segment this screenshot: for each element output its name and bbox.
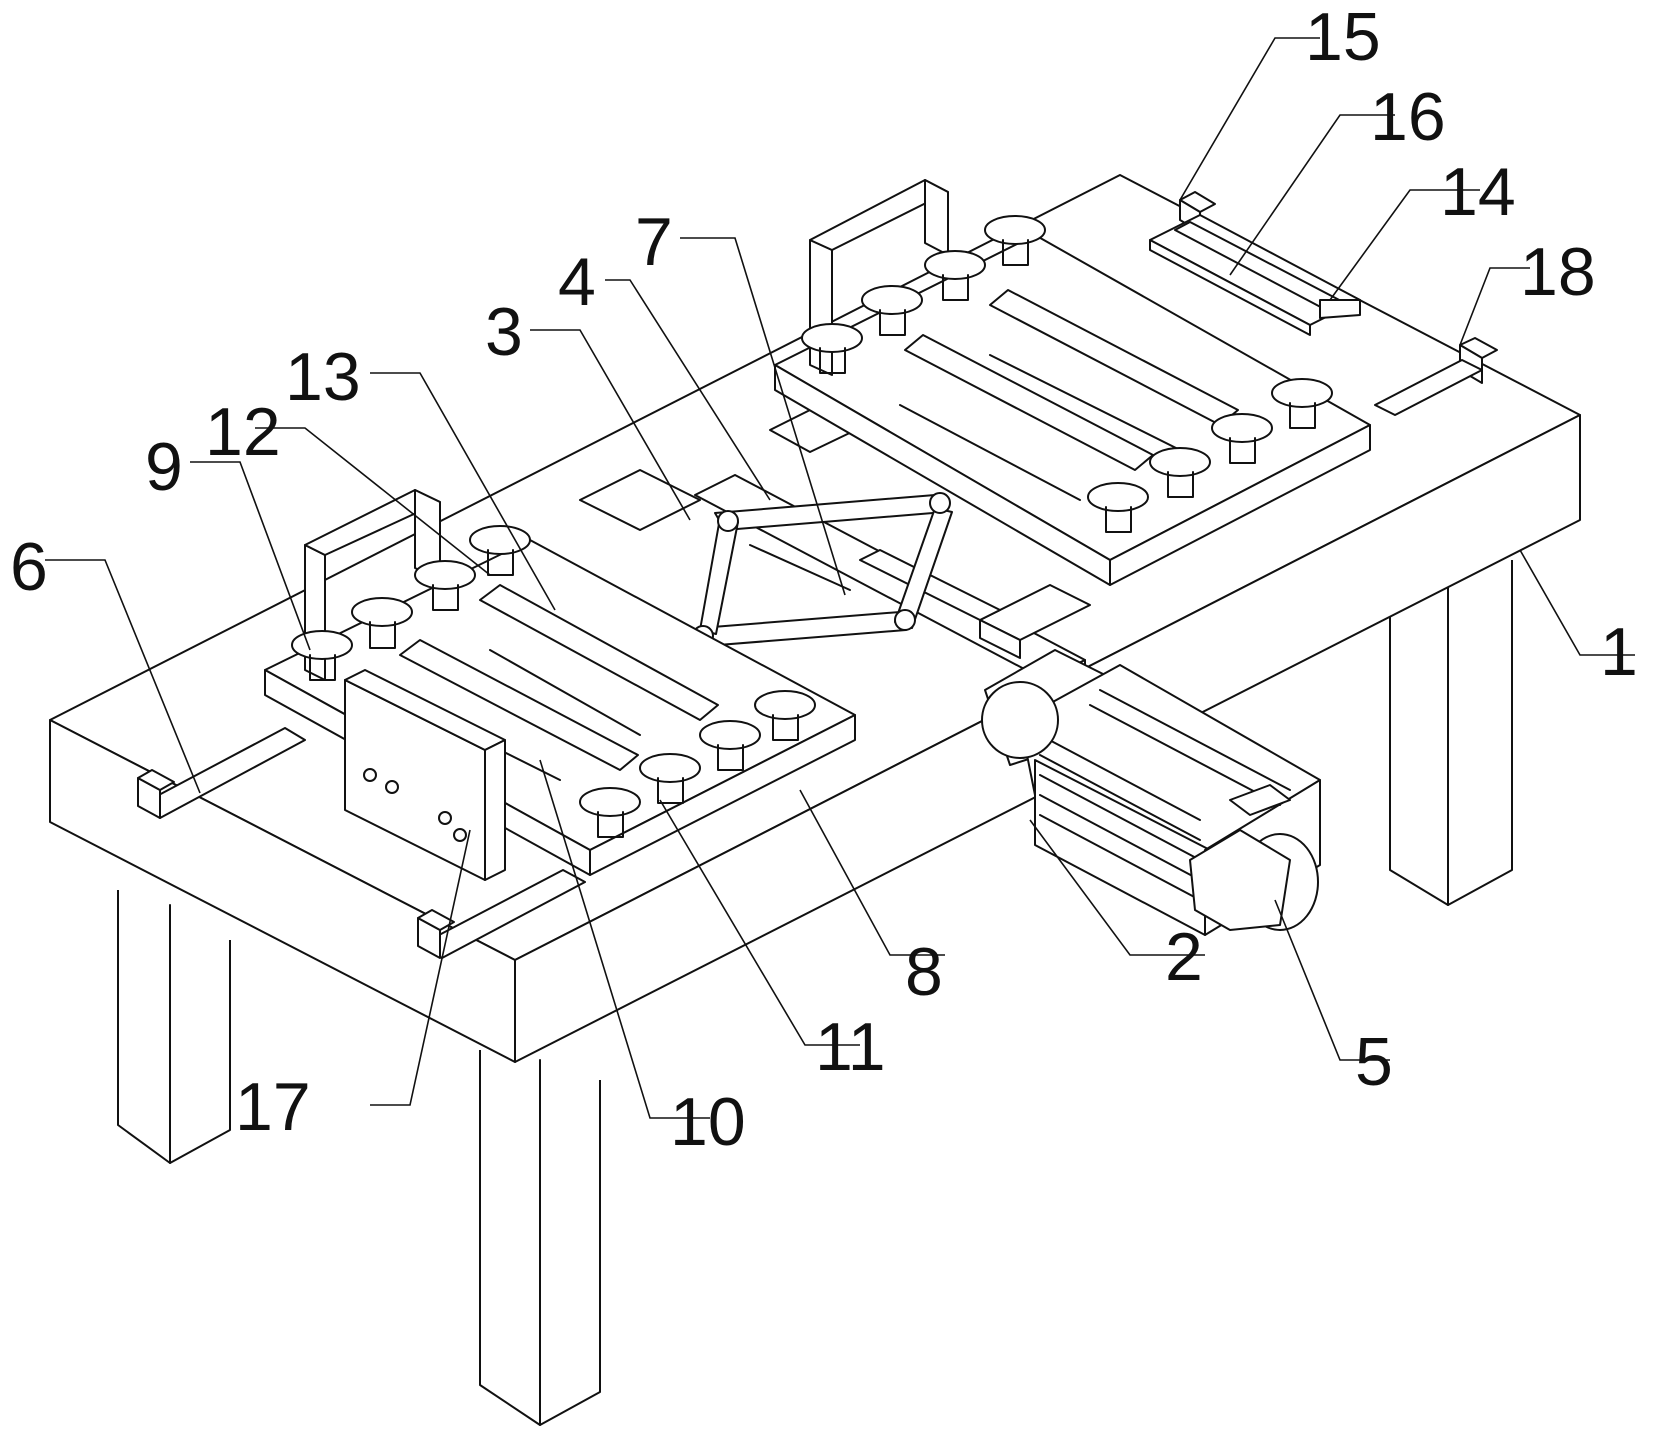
- callout-3: 3: [485, 294, 523, 370]
- callout-9: 9: [145, 429, 183, 505]
- callout-12: 12: [205, 394, 281, 470]
- callout-11: 11: [815, 1009, 886, 1085]
- callout-6: 6: [10, 529, 48, 605]
- callout-5: 5: [1355, 1024, 1393, 1100]
- callout-2: 2: [1165, 919, 1203, 995]
- callout-13: 13: [285, 339, 361, 415]
- callout-18: 18: [1520, 234, 1596, 310]
- callout-8: 8: [905, 934, 943, 1010]
- callout-16: 16: [1370, 79, 1446, 155]
- callout-7: 7: [635, 204, 673, 280]
- callout-1: 1: [1600, 614, 1638, 690]
- callout-10: 10: [670, 1084, 746, 1160]
- callout-4: 4: [558, 244, 596, 320]
- callout-14: 14: [1440, 154, 1516, 230]
- callout-15: 15: [1305, 0, 1381, 75]
- callout-17: 17: [235, 1069, 311, 1145]
